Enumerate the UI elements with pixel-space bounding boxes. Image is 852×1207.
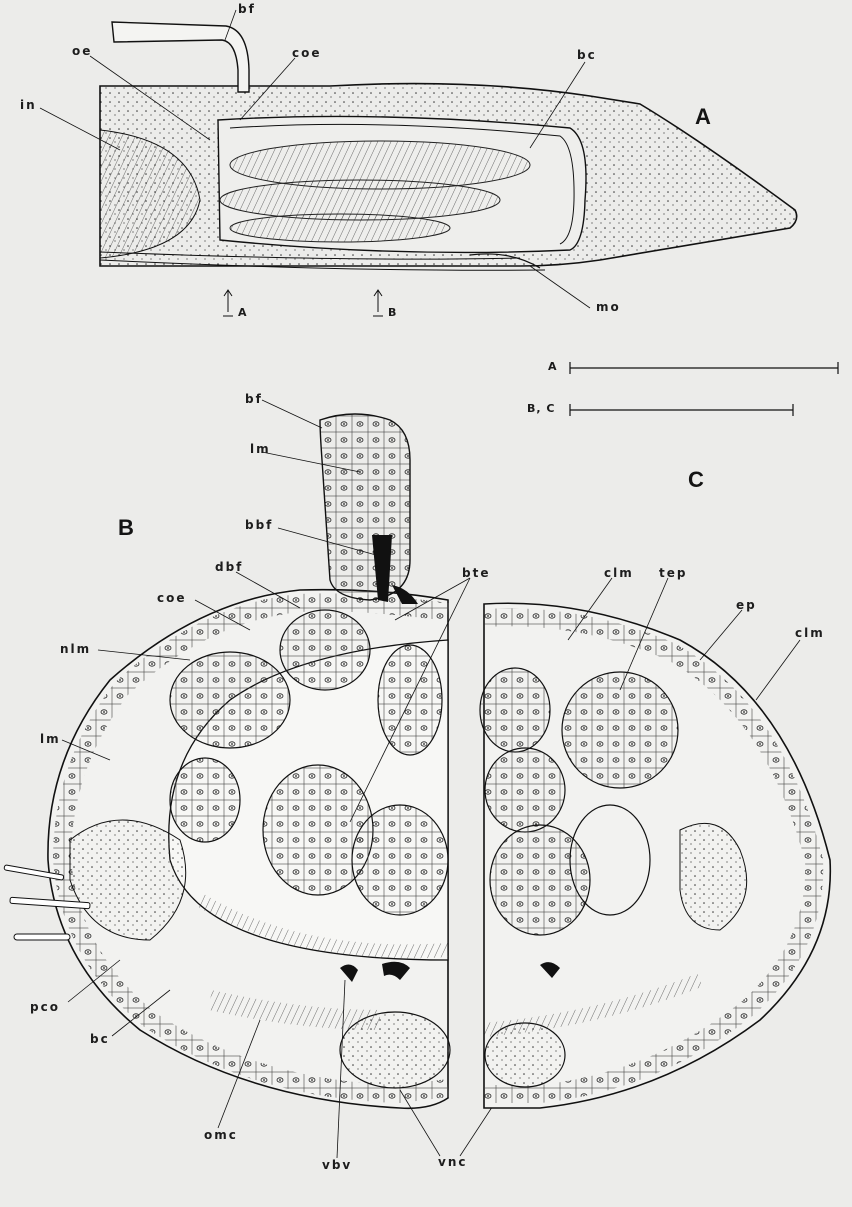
label-dbf: dbf	[215, 560, 243, 574]
label-omc: omc	[204, 1128, 238, 1142]
section-marker-b: B	[388, 306, 397, 319]
label-nlm: nlm	[60, 642, 91, 656]
figure-a-longitudinal-section	[40, 10, 797, 316]
label-bbf: bbf	[245, 518, 273, 532]
section-marker-a: A	[238, 306, 248, 319]
label-vnc: vnc	[438, 1155, 467, 1169]
label-bf-b: bf	[245, 392, 263, 406]
label-clm-right: clm	[795, 626, 825, 640]
label-clm-top: clm	[604, 566, 634, 580]
label-mo: mo	[596, 300, 621, 314]
figure-c-cross-section	[480, 578, 830, 1108]
label-lm-top: lm	[250, 442, 271, 456]
label-bc: bc	[577, 48, 597, 62]
figure-b-cross-section	[4, 400, 500, 1158]
label-bf: bf	[238, 2, 256, 16]
panel-label-c: C	[688, 467, 704, 493]
label-coe-b: coe	[157, 591, 187, 605]
label-vbv: vbv	[322, 1158, 352, 1172]
label-ep: ep	[736, 598, 757, 612]
label-tep: tep	[659, 566, 687, 580]
label-in: in	[20, 98, 37, 112]
scale-bars	[570, 362, 838, 416]
label-bte: bte	[462, 566, 490, 580]
panel-label-b: B	[118, 515, 134, 541]
label-coe: coe	[292, 46, 322, 60]
label-pco: pco	[30, 1000, 60, 1014]
label-lm-b: lm	[40, 732, 61, 746]
scale-bar-label-a: A	[548, 360, 558, 373]
label-bc-b: bc	[90, 1032, 110, 1046]
scale-bar-label-bc: B, C	[527, 402, 555, 415]
label-oe: oe	[72, 44, 92, 58]
panel-label-a: A	[695, 104, 711, 130]
